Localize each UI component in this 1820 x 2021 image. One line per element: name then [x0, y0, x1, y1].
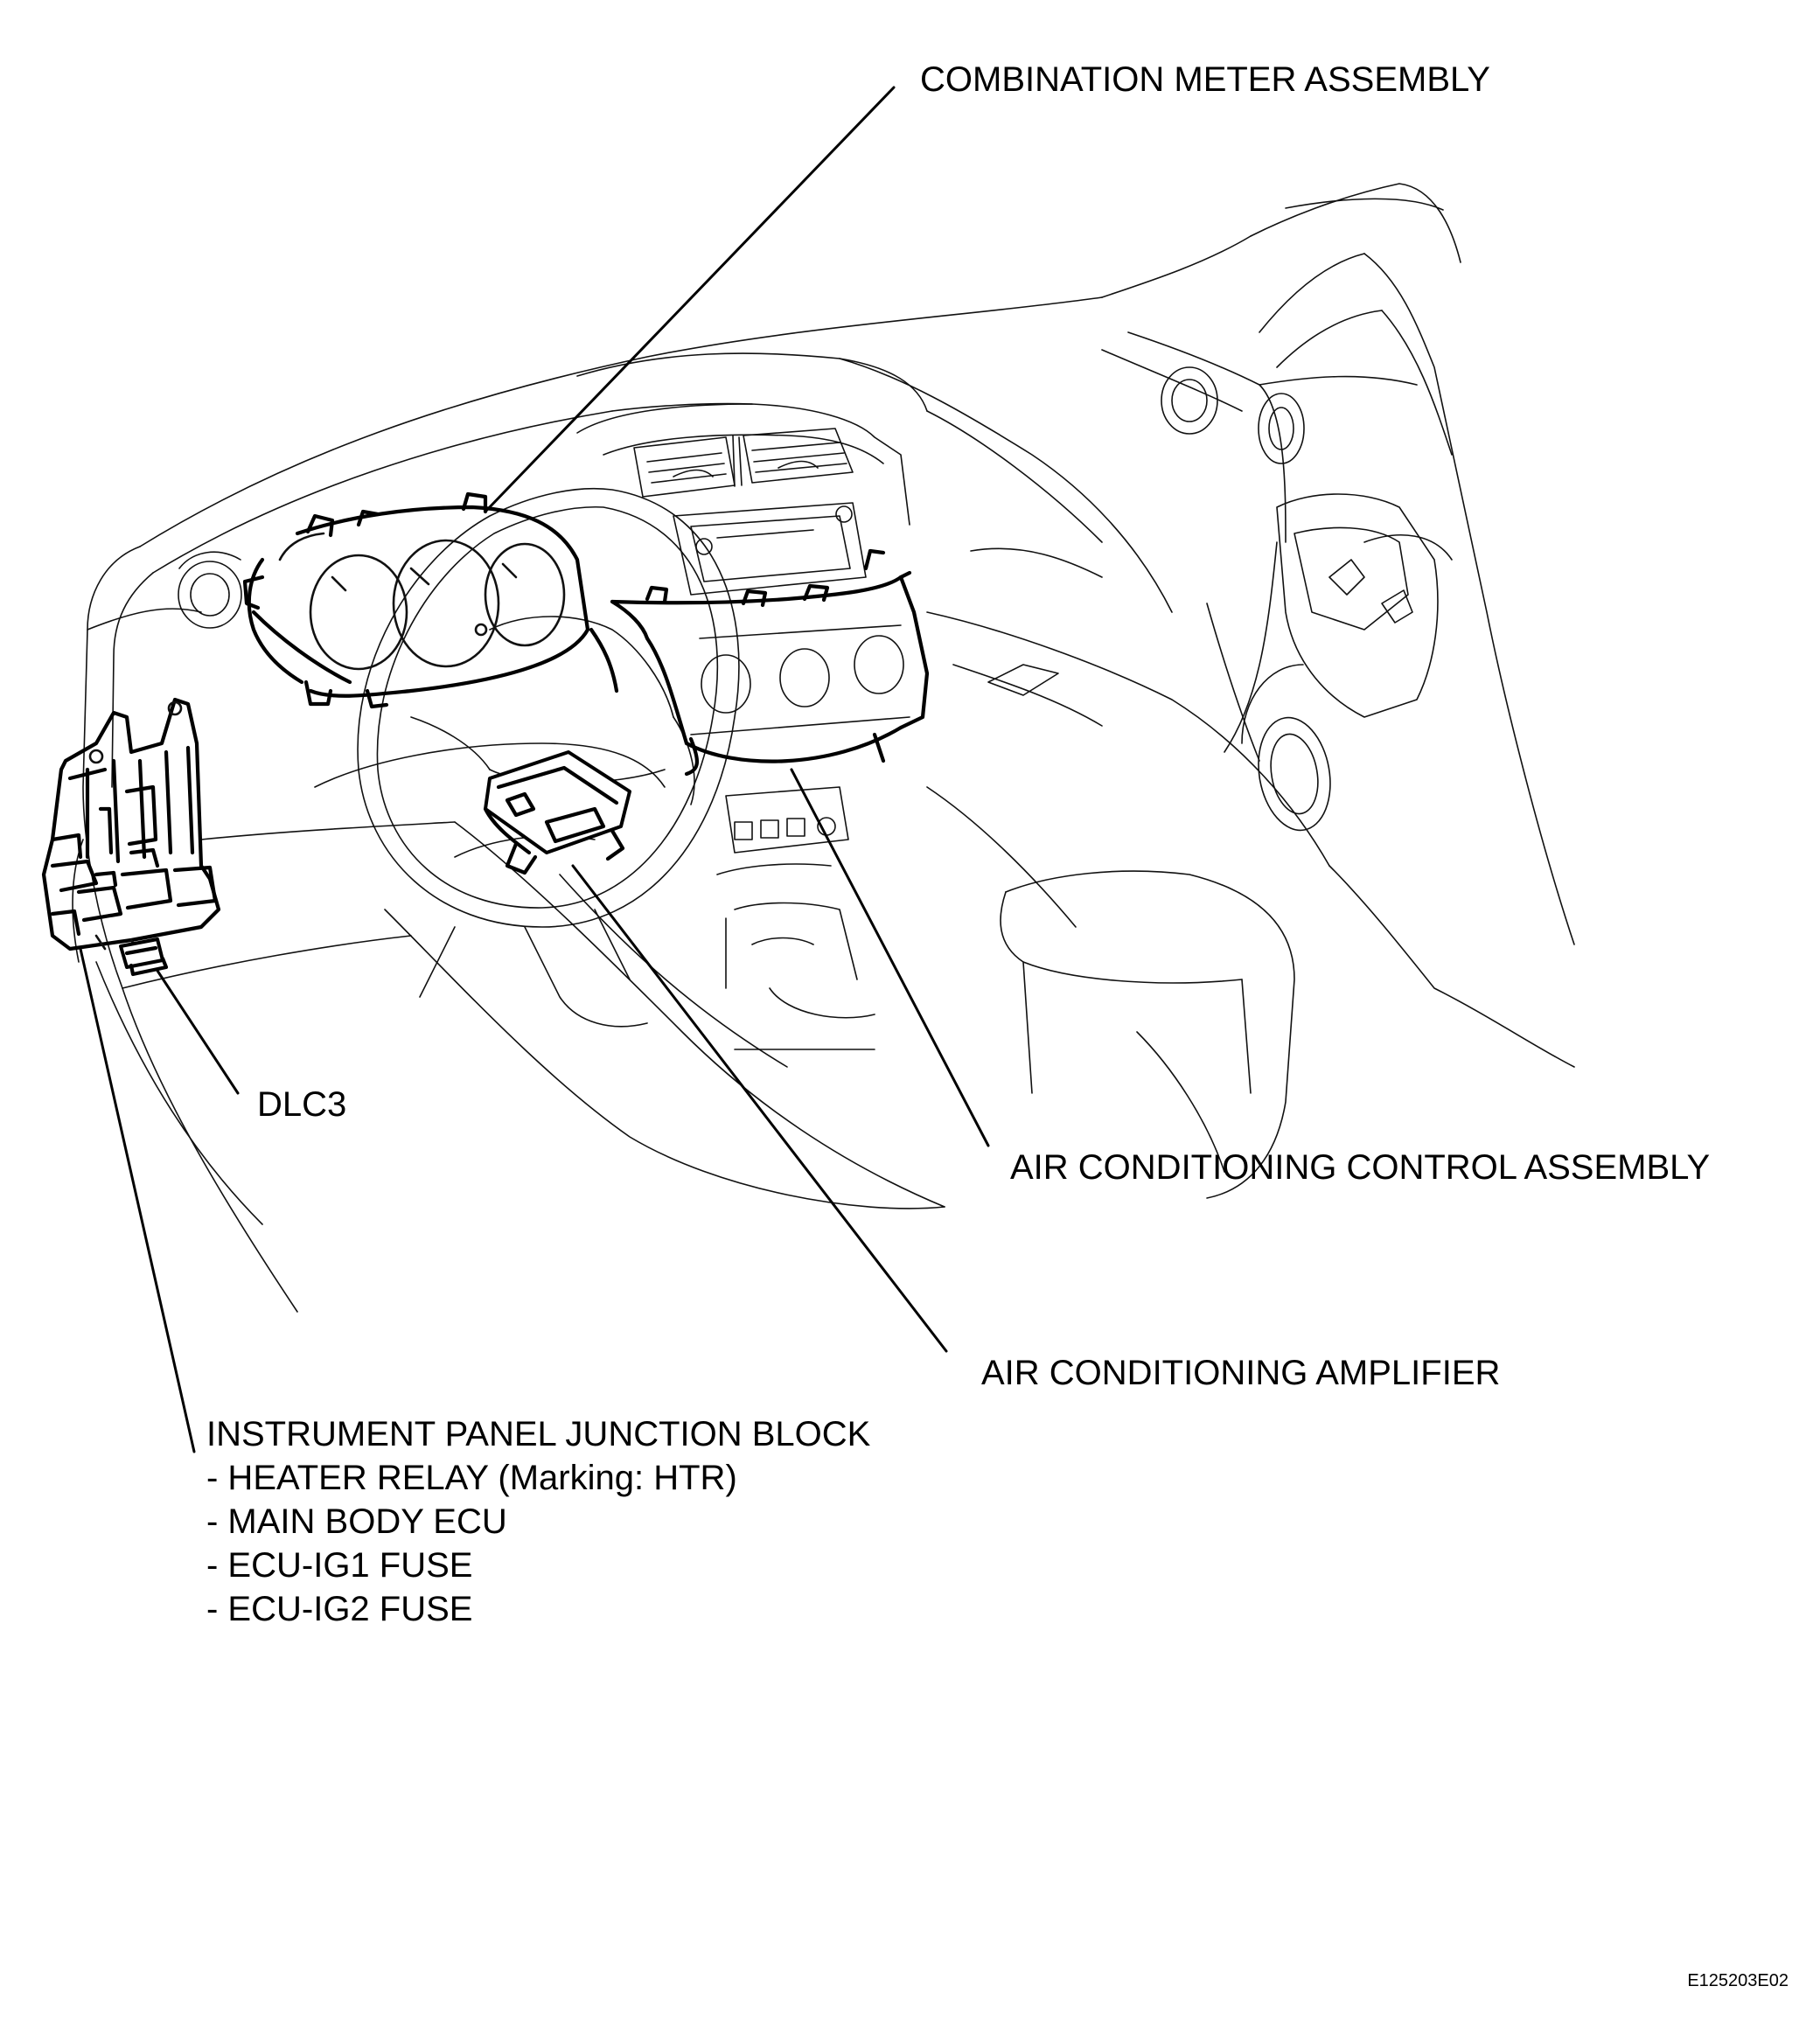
- leader-lines: [79, 86, 990, 1453]
- label-ac-amplifier: AIR CONDITIONING AMPLIFIER: [981, 1354, 1501, 1392]
- center-console: [576, 403, 1295, 1199]
- junction-block-item: - HEATER RELAY (Marking: HTR): [206, 1459, 737, 1497]
- junction-block-item: - ECU-IG1 FUSE: [206, 1546, 473, 1585]
- combination-meter-illustration: [242, 491, 590, 709]
- leader-ac-control: [790, 768, 990, 1147]
- label-dlc3: DLC3: [257, 1085, 347, 1124]
- leader-junction-block: [79, 947, 196, 1453]
- junction-block-item: - MAIN BODY ECU: [206, 1502, 507, 1541]
- dashboard-outline: [72, 183, 1575, 1313]
- label-combination-meter: COMBINATION METER ASSEMBLY: [920, 60, 1490, 99]
- leader-combination-meter: [484, 86, 896, 513]
- ac-amplifier-illustration: [483, 750, 631, 875]
- label-ac-control: AIR CONDITIONING CONTROL ASSEMBLY: [1010, 1148, 1711, 1187]
- figure-code: E125203E02: [1687, 1971, 1789, 1990]
- leader-ac-amplifier: [571, 864, 948, 1353]
- dlc3-illustration: [119, 937, 169, 977]
- junction-block-item: - ECU-IG2 FUSE: [206, 1590, 473, 1628]
- ac-control-illustration: [589, 548, 930, 777]
- leader-dlc3: [156, 969, 240, 1095]
- junction-block-illustration: [41, 697, 221, 955]
- label-junction-block-title: INSTRUMENT PANEL JUNCTION BLOCK: [206, 1415, 871, 1453]
- junction-block-item-list: - HEATER RELAY (Marking: HTR) - MAIN BOD…: [206, 1456, 737, 1631]
